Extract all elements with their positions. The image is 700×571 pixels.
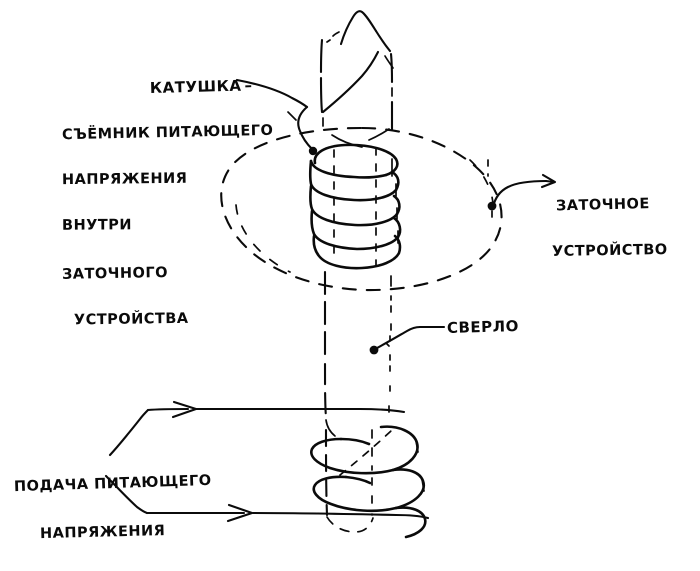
label-pickup-line5: УСТРОЙСТВА (73, 310, 189, 329)
label-supply: ПОДАЧА ПИТАЮЩЕГО НАПРЯЖЕНИЯ (14, 447, 212, 571)
drill-middle-shaft (323, 270, 392, 437)
lower-coil (310, 425, 427, 539)
housing-outline (220, 126, 503, 292)
label-coil-dash: – (244, 76, 253, 95)
drill-leader-dot (369, 345, 379, 355)
device-leader-line (487, 159, 557, 225)
sketch-canvas: КАТУШКА– СЪЁМНИК ПИТАЮЩЕГО НАПРЯЖЕНИЯ ВН… (13, 10, 668, 543)
label-pickup: СЪЁМНИК ПИТАЮЩЕГО НАПРЯЖЕНИЯ ВНУТРИ ЗАТО… (61, 96, 274, 358)
upper-coil (308, 143, 402, 270)
label-drill: СВЕРЛО (446, 316, 520, 338)
coil-leader-dot (308, 146, 318, 156)
drill-leader-line (369, 325, 446, 355)
label-pickup-line4: ЗАТОЧНОГО (61, 265, 169, 284)
supply-arrow-upper (108, 400, 198, 457)
label-coil-text: КАТУШКА (149, 76, 242, 97)
sketch-drawing (104, 10, 557, 539)
label-supply-line2: НАПРЯЖЕНИЯ (39, 523, 166, 543)
label-device-line2: УСТРОЙСТВО (551, 242, 668, 261)
label-device-line1: ЗАТОЧНОЕ (555, 196, 650, 215)
coil-leader-line (235, 78, 318, 156)
supply-leads (194, 407, 430, 520)
supply-arrow-lower (104, 474, 254, 523)
label-supply-line1: ПОДАЧА ПИТАЮЩЕГО (13, 473, 212, 496)
device-leader-dot (487, 201, 497, 211)
label-pickup-line1: СЪЁМНИК ПИТАЮЩЕГО (61, 123, 274, 144)
drill-tip (321, 10, 394, 114)
drill-upper-shaft (319, 38, 394, 148)
label-device: ЗАТОЧНОЕ УСТРОЙСТВО (552, 168, 668, 290)
label-pickup-line2: НАПРЯЖЕНИЯ (61, 170, 188, 189)
drill-lower-shaft (324, 428, 374, 533)
label-pickup-line3: ВНУТРИ (61, 216, 133, 234)
